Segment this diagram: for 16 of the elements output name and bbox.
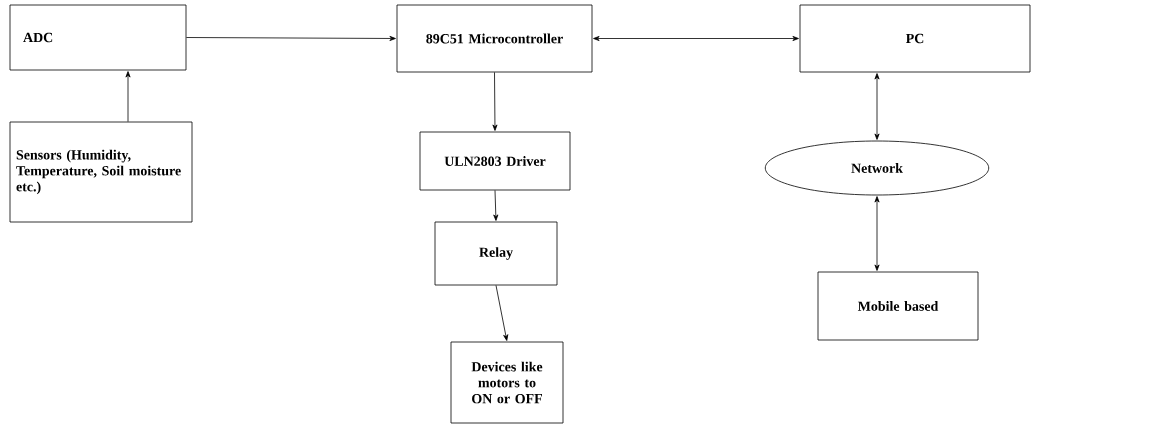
- block-box: 89C51 Microcontroller: [396, 4, 593, 73]
- arrow: [874, 73, 880, 140]
- arrow: [874, 196, 880, 271]
- block-box: Devices like motors to ON or OFF: [450, 341, 564, 424]
- arrow: [492, 72, 498, 131]
- block-box: Mobile based: [817, 271, 979, 341]
- block-box: PC: [799, 4, 1031, 73]
- arrow: [493, 190, 499, 221]
- arrow: [593, 36, 799, 41]
- arrow: [125, 71, 131, 122]
- arrow: [495, 285, 509, 341]
- block-box: Sensors (Humidity, Temperature, Soil moisture etc.): [9, 121, 193, 223]
- block-box: Relay: [434, 221, 558, 286]
- block-box: ADC: [9, 4, 187, 71]
- block-box: ULN2803 Driver: [419, 131, 571, 191]
- arrow: [186, 35, 396, 41]
